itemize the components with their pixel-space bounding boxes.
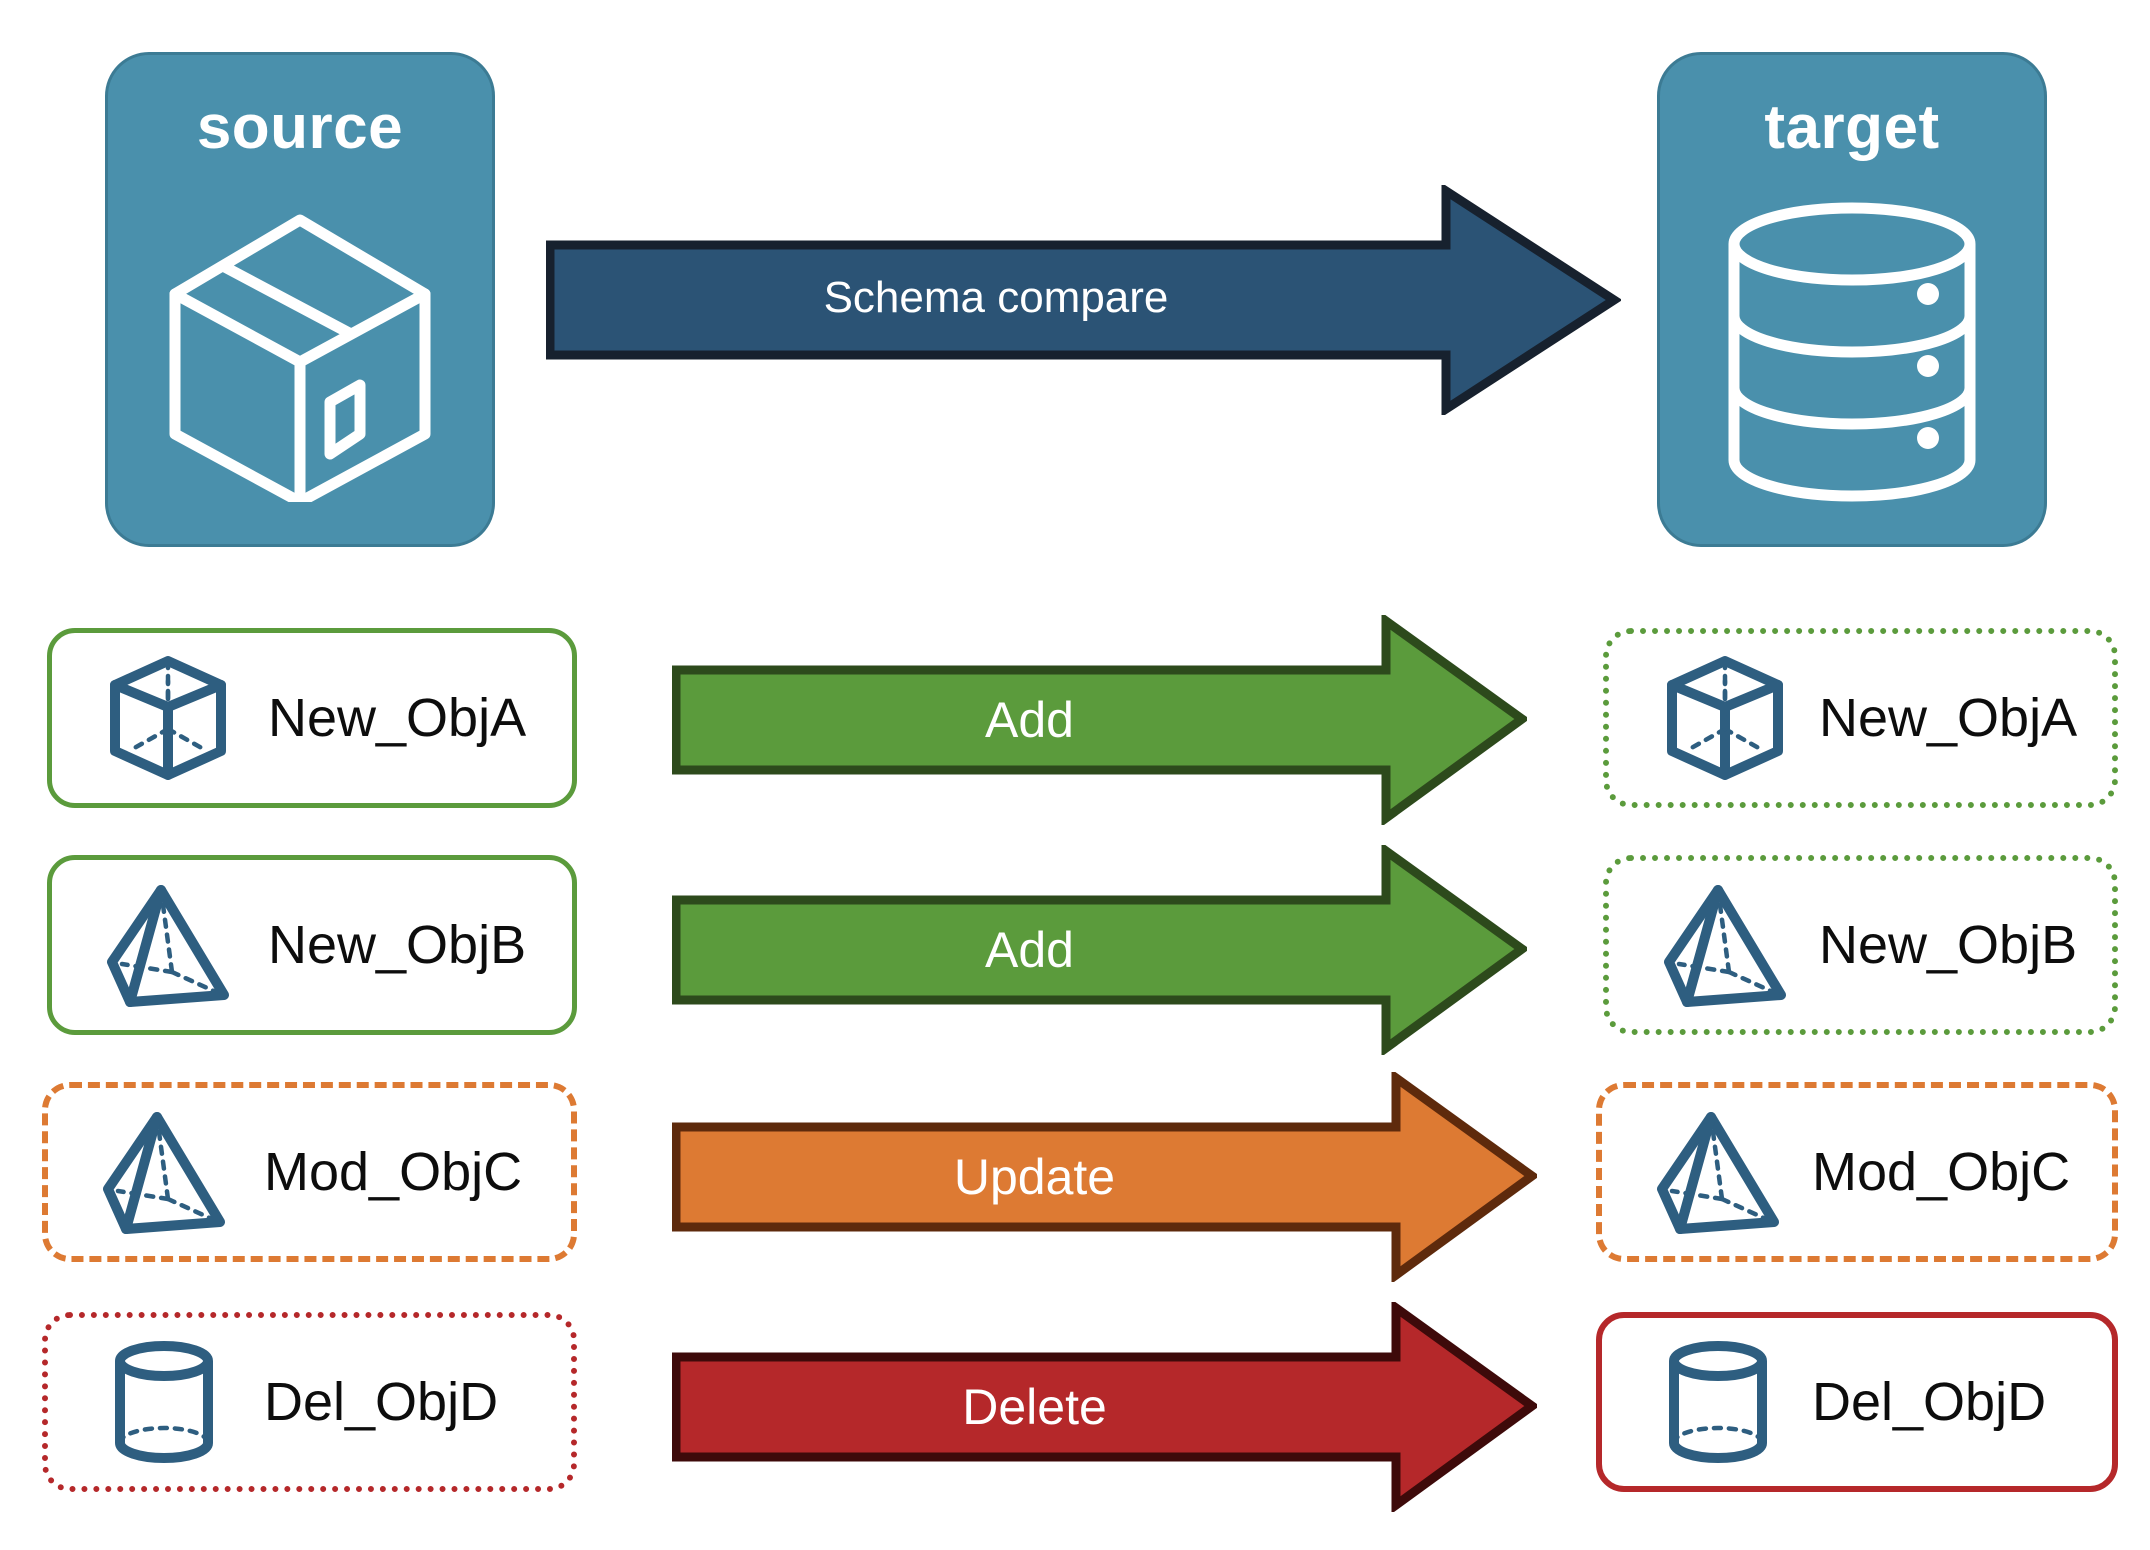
action-arrow-label: Add	[985, 922, 1074, 978]
action-arrow-delete: Delete	[671, 1299, 1540, 1514]
wireframe-pyramid-icon	[1654, 1108, 1782, 1236]
wireframe-pyramid-icon	[1661, 881, 1789, 1009]
action-arrow-update: Update	[671, 1069, 1540, 1284]
source-object-card-new-objb[interactable]: New_ObjB	[47, 855, 577, 1035]
target-object-card-del-objd[interactable]: Del_ObjD	[1596, 1312, 2118, 1492]
target-object-card-mod-objc[interactable]: Mod_ObjC	[1596, 1082, 2118, 1262]
source-object-label: New_ObjB	[268, 914, 527, 975]
action-arrow-add-2: Add	[671, 842, 1530, 1057]
target-endpoint-label: target	[1764, 93, 1940, 162]
database-cylinder-icon	[1660, 159, 2044, 544]
target-object-card-new-objb[interactable]: New_ObjB	[1603, 855, 2118, 1035]
wireframe-cylinder-icon	[1654, 1338, 1782, 1466]
source-object-label: New_ObjA	[268, 687, 527, 748]
wireframe-cube-icon	[1661, 654, 1789, 782]
target-endpoint-panel: target	[1657, 52, 2047, 547]
target-object-label: Mod_ObjC	[1812, 1141, 2071, 1202]
action-arrow-label: Update	[953, 1149, 1116, 1205]
target-object-label: Del_ObjD	[1812, 1371, 2047, 1432]
package-box-icon	[108, 159, 492, 544]
action-arrow-label: Delete	[962, 1379, 1107, 1435]
wireframe-pyramid-icon	[104, 881, 232, 1009]
wireframe-cylinder-icon	[100, 1338, 228, 1466]
source-object-label: Del_ObjD	[264, 1371, 499, 1432]
source-object-card-del-objd[interactable]: Del_ObjD	[42, 1312, 577, 1492]
source-endpoint-label: source	[196, 93, 404, 162]
target-object-label: New_ObjB	[1819, 914, 2078, 975]
source-object-label: Mod_ObjC	[264, 1141, 523, 1202]
schema-compare-arrow: Schema compare	[545, 182, 1623, 418]
wireframe-pyramid-icon	[100, 1108, 228, 1236]
target-object-label: New_ObjA	[1819, 687, 2078, 748]
source-object-card-mod-objc[interactable]: Mod_ObjC	[42, 1082, 577, 1262]
source-object-card-new-obja[interactable]: New_ObjA	[47, 628, 577, 808]
action-arrow-label: Add	[985, 692, 1074, 748]
schema-compare-arrow-label: Schema compare	[823, 273, 1169, 322]
wireframe-cube-icon	[104, 654, 232, 782]
target-object-card-new-obja[interactable]: New_ObjA	[1603, 628, 2118, 808]
action-arrow-add-1: Add	[671, 612, 1530, 827]
source-endpoint-panel: source	[105, 52, 495, 547]
